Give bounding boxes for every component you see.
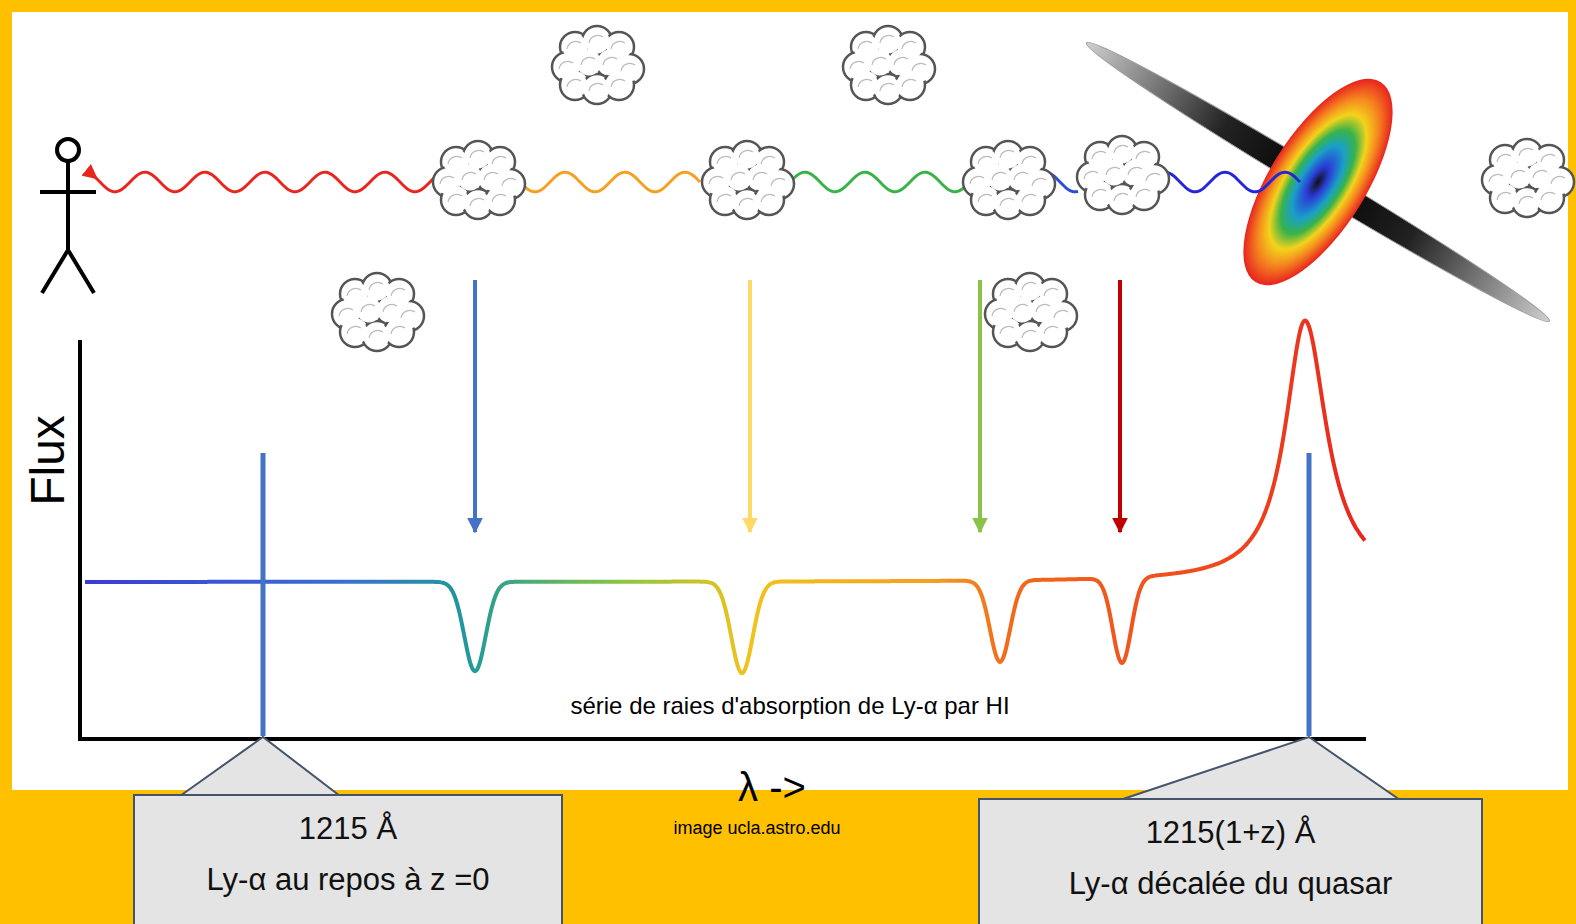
callout-text: 1215 Å [299,810,397,849]
gas-cloud [985,273,1077,351]
callout-text: Ly-α décalée du quasar [1069,865,1393,904]
caption-note: série de raies d'absorption de Ly-α par … [570,692,1009,720]
gas-cloud [963,141,1055,219]
axis-label: λ -> [738,765,806,810]
gas-cloud [1482,139,1574,217]
callout-text: 1215(1+z) Å [1146,814,1316,853]
source-credit: image ucla.astro.edu [673,818,840,839]
light-wave [92,172,440,192]
callout-text: Ly-α au repos à z =0 [206,861,489,900]
gas-cloud [332,273,424,351]
callout-box: 1215 Å Ly-α au repos à z =0 [133,794,563,924]
callout-box: 1215(1+z) Å Ly-α décalée du quasar [978,798,1483,924]
gas-cloud [702,141,794,219]
gas-cloud [552,26,644,104]
light-wave [1153,172,1300,192]
light-wave [785,172,965,192]
axis-label: Flux [20,415,75,506]
gas-cloud [433,141,525,219]
gas-cloud [843,26,935,104]
gas-cloud [1077,136,1169,214]
light-wave [517,172,700,192]
